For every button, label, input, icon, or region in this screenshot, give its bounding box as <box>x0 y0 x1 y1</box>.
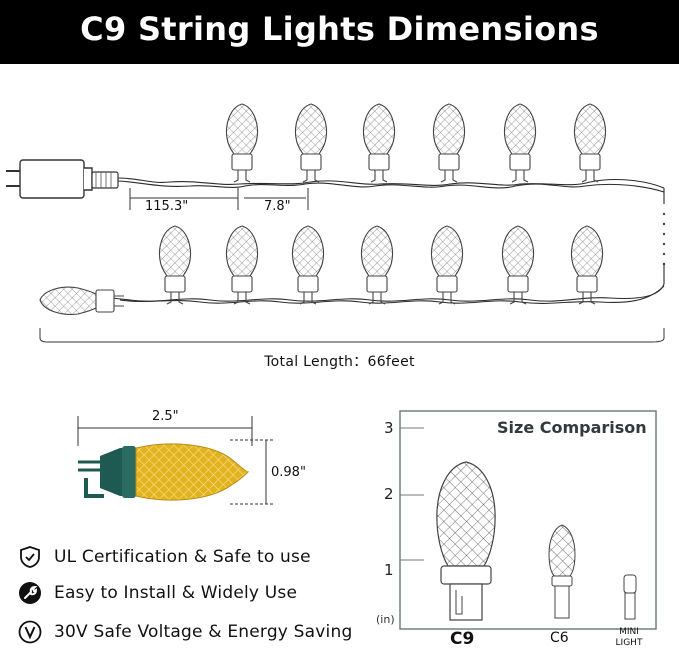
c9-bulb-detail <box>77 416 275 505</box>
title-banner: C9 String Lights Dimensions <box>0 0 679 64</box>
bulb-diameter-label: 0.98" <box>271 465 306 480</box>
end-bulb <box>39 286 124 315</box>
continuation-dots <box>662 212 666 266</box>
mini-label-line1: MINI <box>619 627 639 637</box>
feature-ul-certification: UL Certification & Safe to use <box>18 543 311 571</box>
page-title: C9 String Lights Dimensions <box>80 10 599 48</box>
size-comparison-panel <box>399 410 657 630</box>
wrench-icon <box>19 582 41 604</box>
feature-label: Easy to Install & Widely Use <box>54 583 298 603</box>
feature-safe-voltage: 30V Safe Voltage & Energy Saving <box>18 618 352 646</box>
mini-label-line2: LIGHT <box>615 638 643 648</box>
total-length-label: Total Length：66feet <box>264 354 415 370</box>
total-length-bracket <box>39 328 665 343</box>
mini-light-label: MINI LIGHT <box>612 627 646 649</box>
bottom-wire <box>99 264 665 304</box>
top-wire <box>117 177 665 204</box>
mini-light-comparison-bulb <box>623 574 637 620</box>
voltage-v-icon <box>18 620 42 644</box>
scale-mark-2: 2 <box>384 485 394 503</box>
bulb-spacing-label: 7.8" <box>264 199 291 214</box>
string-lights-diagram <box>6 103 666 343</box>
c6-comparison-bulb <box>548 524 576 619</box>
power-plug <box>6 159 119 199</box>
bulb-row-bottom <box>158 225 604 305</box>
size-comparison-title: Size Comparison <box>497 418 647 437</box>
c6-label: C6 <box>550 630 569 646</box>
feature-label: 30V Safe Voltage & Energy Saving <box>54 622 353 642</box>
c9-label: C9 <box>450 629 475 649</box>
shield-check-icon <box>20 546 40 568</box>
bulb-row-top <box>225 103 607 183</box>
scale-mark-3: 3 <box>384 419 394 437</box>
bulb-length-label: 2.5" <box>152 409 179 424</box>
scale-mark-1: 1 <box>384 561 394 579</box>
dimension-lines <box>129 188 309 210</box>
feature-label: UL Certification & Safe to use <box>54 547 311 567</box>
lead-length-label: 115.3" <box>145 199 189 214</box>
c9-comparison-bulb <box>436 461 496 621</box>
feature-easy-install: Easy to Install & Widely Use <box>18 579 297 607</box>
unit-label: (in) <box>376 613 395 626</box>
